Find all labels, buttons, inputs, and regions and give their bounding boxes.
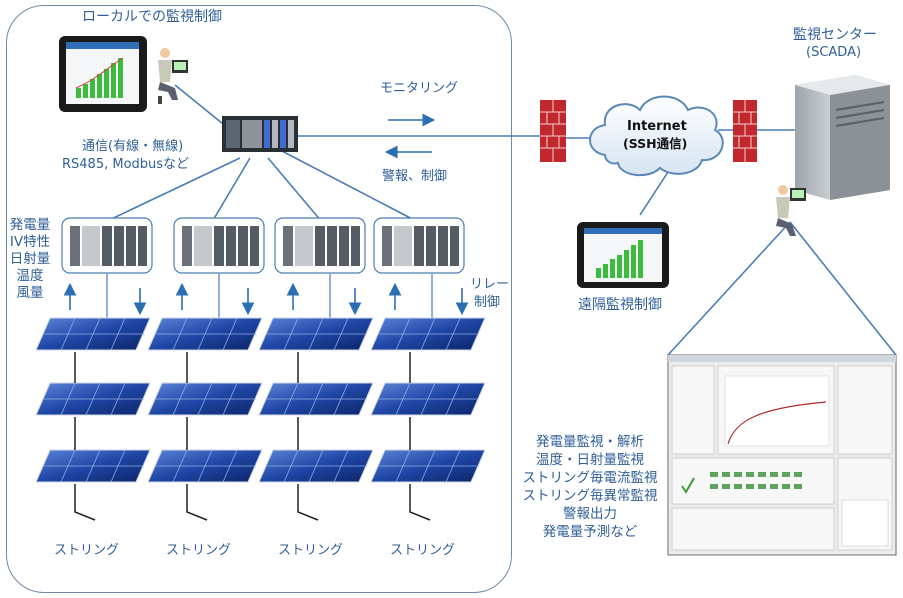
remote-monitor-icon <box>577 222 669 288</box>
monitoring-center-title: 監視センター <box>793 27 877 43</box>
measurement-items: 発電量 IV特性 日射量 温度 風量 <box>8 217 52 302</box>
feature-item: 発電量予測など <box>542 524 638 540</box>
sub-controllers <box>61 217 465 274</box>
bus-lines <box>104 84 897 356</box>
measure-item: 日射量 <box>9 251 51 267</box>
remote-monitoring-label: 遠隔監視制御 <box>578 297 662 313</box>
local-monitoring-title: ローカルでの監視制御 <box>82 9 222 25</box>
feature-item: 発電量監視・解析 <box>536 434 644 450</box>
feature-item: 温度・日射量監視 <box>536 452 644 468</box>
measure-item: IV特性 <box>9 234 51 250</box>
scada-label: (SCADA) <box>806 45 862 60</box>
alarm-control-label: 警報、制御 <box>382 169 448 184</box>
local-operator-icon <box>158 48 188 104</box>
firewall-icons <box>540 100 757 162</box>
measure-item: 温度 <box>16 268 44 284</box>
center-operator-icon <box>776 185 806 236</box>
string-label: ストリング <box>54 543 120 558</box>
internet-cloud <box>589 95 724 177</box>
control-label: 制御 <box>474 295 501 310</box>
scada-screen-thumbnail <box>667 354 897 556</box>
string-label: ストリング <box>390 543 456 558</box>
feature-list: 発電量監視・解析 温度・日射量監視 ストリング毎電流監視 ストリング毎異常監視 … <box>522 433 658 541</box>
server-icon <box>795 75 890 200</box>
string-label: ストリング <box>278 543 344 558</box>
string-label: ストリング <box>166 543 232 558</box>
feature-item: ストリング毎異常監視 <box>522 488 658 504</box>
communication-label: 通信(有線・無線) <box>82 139 184 154</box>
measure-item: 風量 <box>16 285 44 301</box>
ssh-label: (SSH通信) <box>623 136 688 151</box>
local-monitor-icon <box>59 36 147 112</box>
relay-label: リレー <box>470 277 510 292</box>
main-controller-icon <box>222 116 298 152</box>
feature-item: 警報出力 <box>563 506 617 522</box>
measure-item: 発電量 <box>9 217 51 233</box>
solar-panel-arrays <box>35 317 486 521</box>
feature-item: ストリング毎電流監視 <box>522 470 658 486</box>
monitoring-label: モニタリング <box>380 81 459 96</box>
internet-label: Internet <box>627 119 687 134</box>
local-monitoring-area <box>6 5 512 593</box>
protocol-label: RS485, Modbusなど <box>62 157 190 172</box>
